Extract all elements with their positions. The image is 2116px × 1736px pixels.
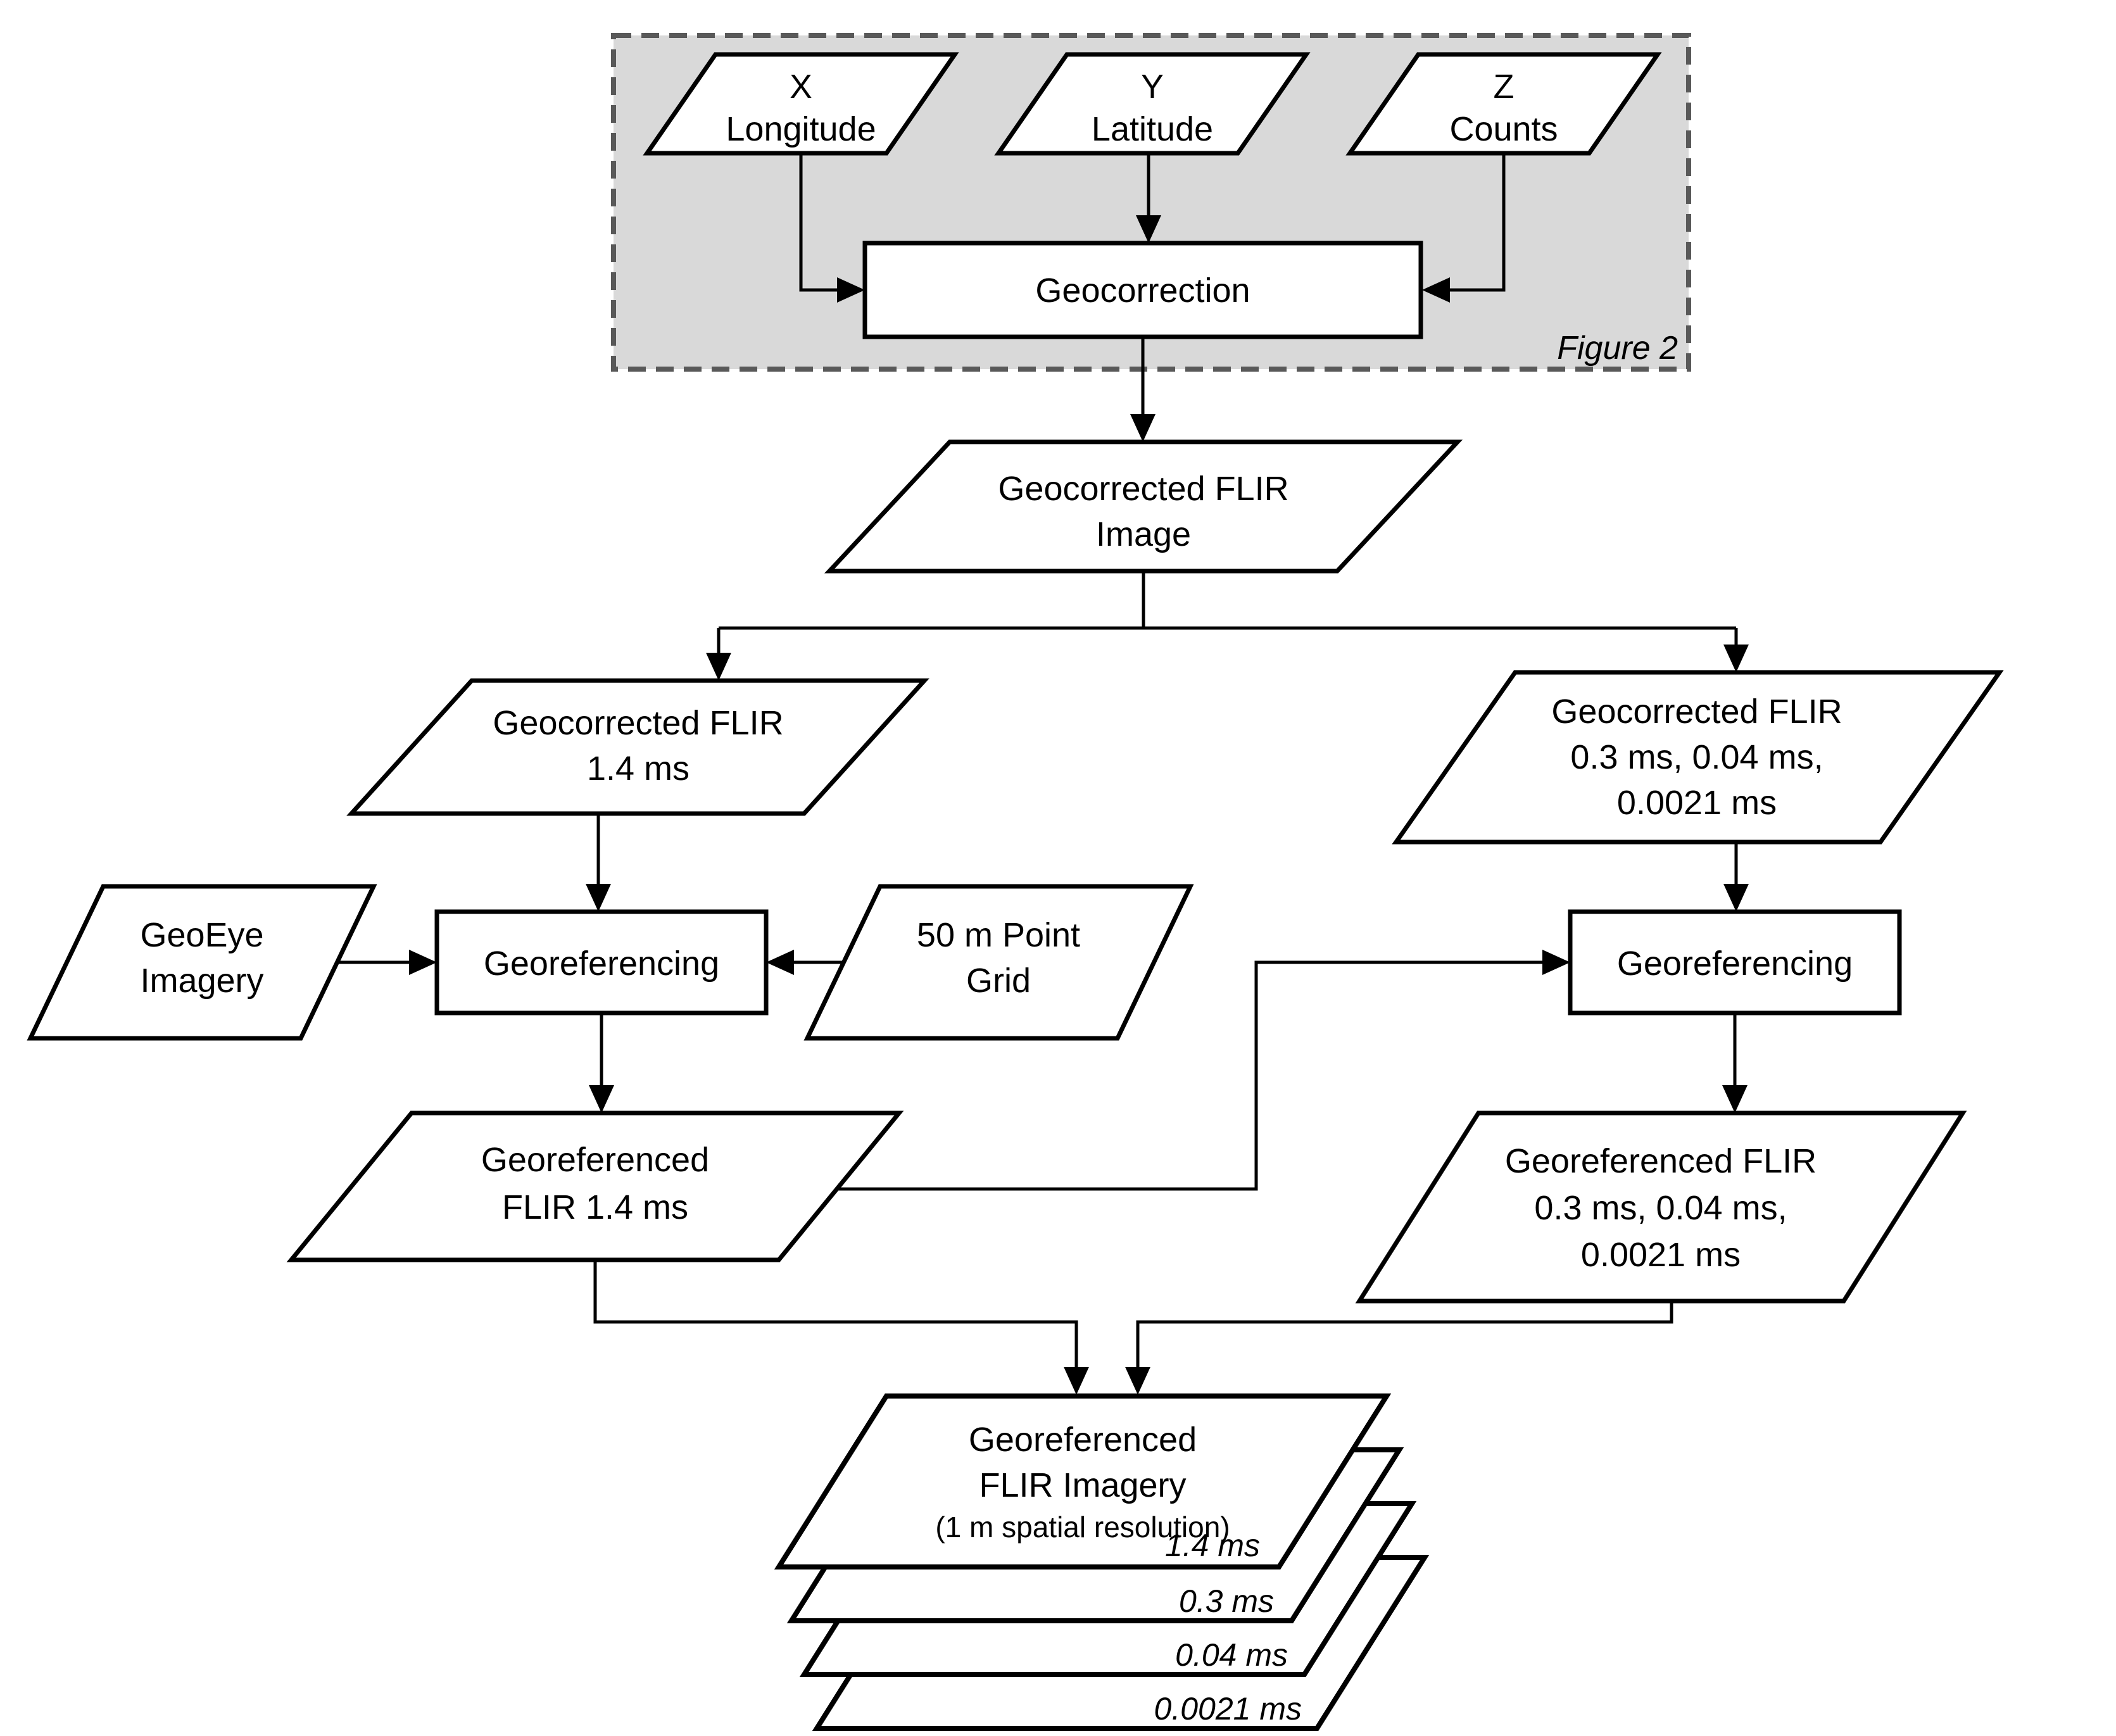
georeferenced-multi-line2: 0.3 ms, 0.04 ms, <box>1534 1189 1787 1227</box>
stack-sheet2-label: 0.3 ms <box>1179 1583 1274 1619</box>
geoeye-line1: GeoEye <box>140 916 263 954</box>
stack-sheet4-label: 0.0021 ms <box>1154 1691 1302 1727</box>
grid-arrowhead-icon <box>766 950 794 975</box>
merge-right-arrowhead-icon <box>1125 1367 1150 1395</box>
geocorrected-14-line2: 1.4 ms <box>587 750 690 788</box>
node-x-input: X Longitude <box>643 52 959 156</box>
split-left-arrowhead-icon <box>706 653 731 681</box>
geocorrected14-arrowhead-icon <box>586 884 611 912</box>
node-geocorrection: Geocorrection <box>862 241 1423 339</box>
georeferenced-multi-line1: Georeferenced FLIR <box>1505 1142 1817 1180</box>
node-georeferencing-right: Georeferencing <box>1568 909 1902 1016</box>
stack-line3: (1 m spatial resolution) <box>935 1511 1230 1544</box>
geocorrection-out-arrowhead-icon <box>1130 414 1156 442</box>
node-geocorrected-multi: Geocorrected FLIR 0.3 ms, 0.04 ms, 0.002… <box>1392 670 2004 845</box>
stack-sheet1-label: 1.4 ms <box>1165 1528 1260 1563</box>
connector-geocorrectedmulti-to-georeferencing <box>1723 842 1749 912</box>
geocorrected-image-line2: Image <box>1096 515 1191 553</box>
node-z-input: Z Counts <box>1345 52 1662 156</box>
node-geoeye: GeoEye Imagery <box>27 884 377 1041</box>
geocorrected-multi-line1: Geocorrected FLIR <box>1551 693 1842 731</box>
merge-left-arrowhead-icon <box>1064 1367 1089 1395</box>
point-grid-line2: Grid <box>966 962 1031 1000</box>
georeferenced-multi-line3: 0.0021 ms <box>1581 1236 1741 1274</box>
cross-connector-line <box>837 960 1546 1191</box>
x-input-line2: Longitude <box>726 110 876 148</box>
geocorrected-14-line1: Geocorrected FLIR <box>493 704 783 742</box>
georeferenced-multi-shape <box>1355 1110 1967 1304</box>
geocorrected-image-shape <box>824 439 1463 574</box>
node-georeferenced-14: Georeferenced FLIR 1.4 ms <box>286 1110 904 1262</box>
stack-line1: Georeferenced <box>969 1421 1197 1459</box>
stack-sheet3-label: 0.04 ms <box>1175 1637 1288 1673</box>
geoeye-line2: Imagery <box>140 962 263 1000</box>
connector-georeferenced14-to-georeferencing-right <box>837 950 1570 1191</box>
geocorrected-multi-line2: 0.3 ms, 0.04 ms, <box>1570 738 1823 776</box>
node-georeferenced-multi: Georeferenced FLIR 0.3 ms, 0.04 ms, 0.00… <box>1355 1110 1967 1304</box>
connector-geoeye-to-georeferencing <box>337 950 437 975</box>
y-input-line2: Latitude <box>1092 110 1213 148</box>
geocorrected-image-line1: Geocorrected FLIR <box>998 470 1288 508</box>
figure2-caption: Figure 2 <box>1557 330 1678 367</box>
x-connector-line <box>799 153 842 292</box>
georeferenced-14-line2: FLIR 1.4 ms <box>502 1188 688 1226</box>
x-input-shape <box>643 52 959 156</box>
connector-y-to-geocorrection <box>1136 153 1161 243</box>
y-input-line1: Y <box>1141 68 1164 106</box>
point-grid-line1: 50 m Point <box>917 916 1080 954</box>
geocorrected-multi-line3: 0.0021 ms <box>1617 784 1777 822</box>
node-georeferencing-left: Georeferencing <box>434 909 769 1016</box>
stack-sheet1-shape <box>774 1393 1392 1569</box>
georeferencing-right-arrowhead-icon <box>1722 1085 1748 1113</box>
connector-geocorrected14-to-georeferencing <box>586 814 611 912</box>
georeferencing-right-shape <box>1568 909 1902 1016</box>
node-output-stack: Georeferenced FLIR Imagery (1 m spatial … <box>774 1393 1430 1731</box>
x-arrowhead-icon <box>837 277 865 303</box>
georeferenced-14-shape <box>286 1110 904 1262</box>
y-input-shape <box>994 52 1311 156</box>
split-right-arrowhead-icon <box>1723 645 1749 672</box>
connector-merge-right <box>1125 1301 1673 1395</box>
z-input-line1: Z <box>1494 68 1515 106</box>
connector-georeferencing-right-down <box>1722 1013 1748 1113</box>
connector-image-split <box>706 571 1749 681</box>
x-input-line1: X <box>790 68 812 106</box>
z-connector-line <box>1445 153 1506 292</box>
z-input-shape <box>1345 52 1662 156</box>
geocorrected-multi-shape <box>1392 670 2004 845</box>
connector-grid-to-georeferencing <box>766 950 844 975</box>
georeferencing-left-label: Georeferencing <box>484 945 719 983</box>
connector-z-to-geocorrection <box>1422 153 1506 303</box>
connector-x-to-geocorrection <box>799 153 865 303</box>
geocorrection-shape <box>862 241 1423 339</box>
node-geocorrected-image: Geocorrected FLIR Image <box>824 439 1463 574</box>
node-point-grid: 50 m Point Grid <box>803 884 1194 1041</box>
stack-line2: FLIR Imagery <box>979 1466 1186 1504</box>
geoeye-arrowhead-icon <box>409 950 437 975</box>
georeferencing-left-arrowhead-icon <box>589 1085 614 1113</box>
geocorrection-label: Geocorrection <box>1035 272 1250 310</box>
merge-left-line <box>593 1260 1078 1371</box>
merge-right-line <box>1136 1301 1673 1371</box>
cross-connector-arrowhead-icon <box>1542 950 1570 975</box>
connector-merge-left <box>593 1260 1089 1395</box>
georeferenced-14-line1: Georeferenced <box>481 1141 709 1179</box>
connector-geocorrection-to-image <box>1130 337 1156 442</box>
geocorrected-multi-arrowhead-icon <box>1723 884 1749 912</box>
georeferencing-right-label: Georeferencing <box>1617 945 1853 983</box>
z-input-line2: Counts <box>1449 110 1558 148</box>
point-grid-shape <box>803 884 1194 1041</box>
connector-georeferencing-left-down <box>589 1013 614 1113</box>
node-geocorrected-14: Geocorrected FLIR 1.4 ms <box>346 678 929 816</box>
y-arrowhead-icon <box>1136 215 1161 243</box>
geoeye-shape <box>27 884 377 1041</box>
node-y-input: Y Latitude <box>994 52 1311 156</box>
z-arrowhead-icon <box>1422 277 1450 303</box>
geocorrected-14-shape <box>346 678 929 816</box>
